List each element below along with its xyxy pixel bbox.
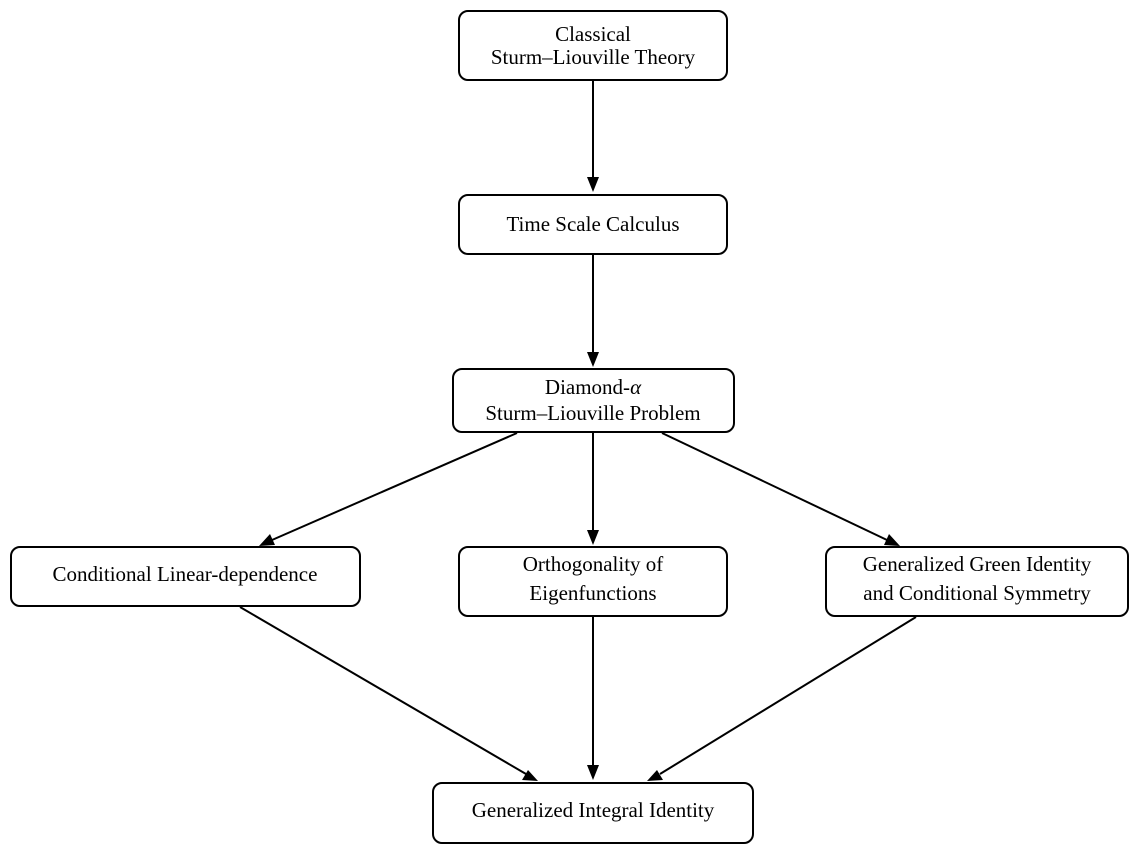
node-box [10,546,361,607]
node-generalized-green-identity: Generalized Green Identity and Condition… [825,546,1129,617]
arrowhead-linear-dependence [259,534,275,546]
node-label-line: Diamond-α [545,375,642,399]
node-box [458,546,728,617]
diamond-label-prefix: Diamond- [545,375,630,399]
arrowhead-integral-from-right [647,770,663,781]
arrowhead-integral-from-center [587,765,599,780]
node-generalized-integral-identity: Generalized Integral Identity [432,782,754,844]
edge-diamond-to-green-identity [661,432,888,541]
node-time-scale-calculus: Time Scale Calculus [458,194,728,255]
node-label-line: Time Scale Calculus [506,212,679,236]
node-label-line: Classical [555,22,631,46]
arrowhead-diamond [587,352,599,367]
node-label-line: Eigenfunctions [529,581,656,605]
alpha-symbol: α [630,375,642,399]
node-box [452,368,735,433]
edges [239,80,917,781]
arrowhead-integral-from-left [522,770,538,781]
arrowhead-green-identity [884,534,900,546]
node-box [432,782,754,844]
node-label-line: Sturm–Liouville Theory [491,45,696,69]
node-box [458,10,728,81]
node-label-line: Conditional Linear-dependence [53,562,318,586]
edge-diamond-to-linear-dependence [271,432,518,541]
node-label-line: Generalized Integral Identity [472,798,715,822]
arrowhead-time-scale [587,177,599,192]
edge-green-identity-to-integral-identity [659,616,917,775]
edge-linear-dependence-to-integral-identity [239,606,527,775]
node-label-line: and Conditional Symmetry [863,581,1091,605]
node-classical-sturm-liouville-theory: Classical Sturm–Liouville Theory [458,10,728,81]
node-diamond-alpha-sturm-liouville-problem: Diamond-α Sturm–Liouville Problem [452,368,735,433]
arrowhead-orthogonality [587,530,599,545]
node-label-line: Sturm–Liouville Problem [485,401,700,425]
node-box [458,194,728,255]
node-box [825,546,1129,617]
node-conditional-linear-dependence: Conditional Linear-dependence [10,546,361,607]
node-label-line: Orthogonality of [523,552,664,576]
node-orthogonality-of-eigenfunctions: Orthogonality of Eigenfunctions [458,546,728,617]
node-label-line: Generalized Green Identity [863,552,1092,576]
